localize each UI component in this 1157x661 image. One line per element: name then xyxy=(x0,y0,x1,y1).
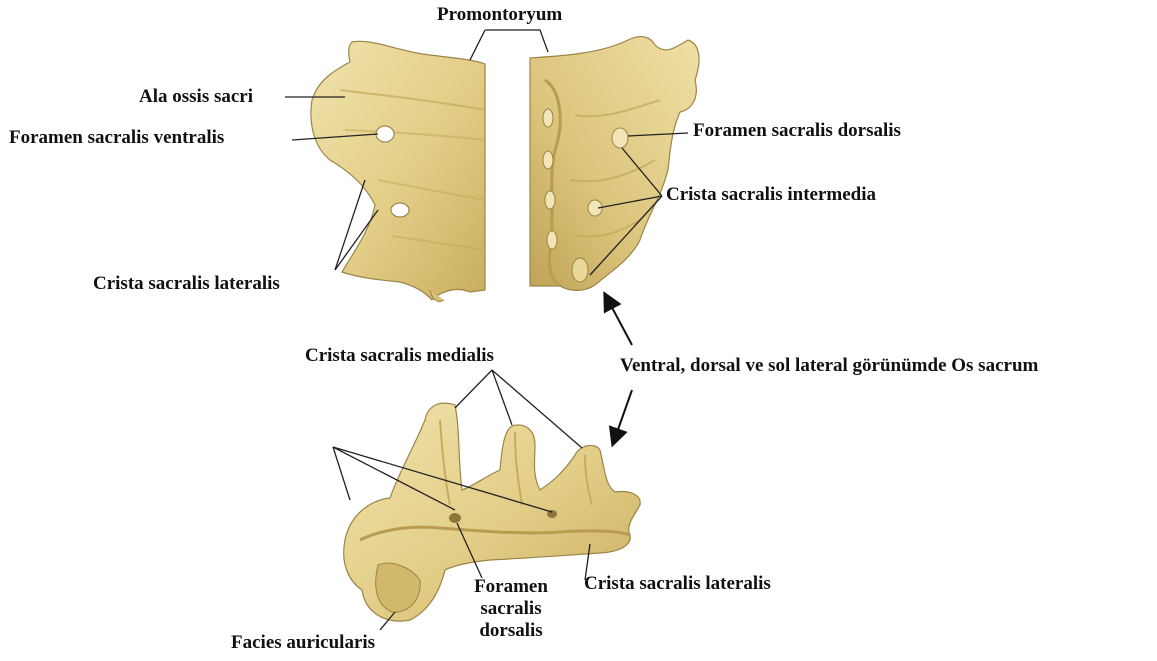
label-crista-sacralis-medialis: Crista sacralis medialis xyxy=(305,345,494,367)
sacrum-dorsal-view xyxy=(530,37,699,291)
foramen-line-3: dorsalis xyxy=(462,620,560,642)
label-crista-sacralis-lateralis-top: Crista sacralis lateralis xyxy=(93,273,280,295)
label-promontoryum: Promontoryum xyxy=(437,4,562,26)
label-foramen-sacralis-ventralis: Foramen sacralis ventralis xyxy=(9,127,224,149)
label-foramen-sacralis-dorsalis-top: Foramen sacralis dorsalis xyxy=(693,120,901,142)
label-crista-sacralis-lateralis-bottom: Crista sacralis lateralis xyxy=(584,573,771,595)
label-ala-ossis-sacri: Ala ossis sacri xyxy=(139,86,253,108)
label-foramen-sacralis-dorsalis-lateral: Foramen sacralis dorsalis xyxy=(462,576,560,642)
arrow-to-top-views xyxy=(608,300,632,345)
label-facies-auricularis: Facies auricularis xyxy=(231,632,375,654)
label-crista-sacralis-intermedia: Crista sacralis intermedia xyxy=(666,184,876,206)
foramen-line-1: Foramen xyxy=(462,576,560,598)
foramen-line-2: sacralis xyxy=(462,598,560,620)
arrow-to-lateral-view xyxy=(615,390,632,438)
label-view-caption: Ventral, dorsal ve sol lateral görünümde… xyxy=(620,355,1038,377)
